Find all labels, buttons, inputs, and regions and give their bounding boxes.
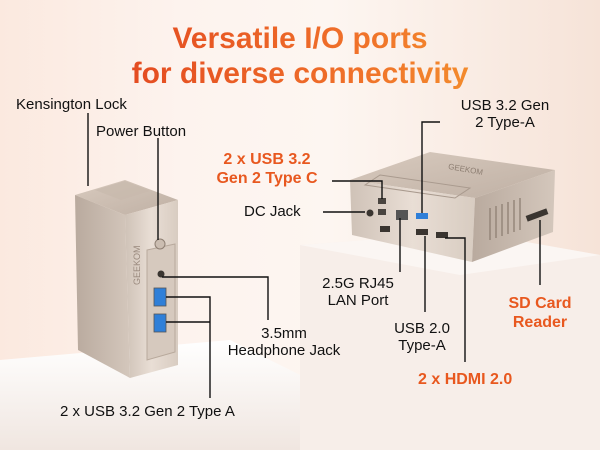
front-usb-port-1 bbox=[153, 287, 167, 307]
callout-lines bbox=[87, 113, 541, 398]
rj45-label: 2.5G RJ45 LAN Port bbox=[318, 275, 398, 309]
rear-device-top bbox=[350, 152, 555, 198]
line-hdmi bbox=[445, 237, 466, 362]
usb20-label: USB 2.0 Type-A bbox=[382, 320, 462, 354]
usbc-label-line1: 2 x USB 3.2 bbox=[223, 151, 311, 168]
sd-card-slot bbox=[525, 208, 549, 222]
sd-label-line2: Reader bbox=[512, 314, 568, 331]
hdmi-port-2 bbox=[380, 226, 390, 232]
front-device-side bbox=[75, 195, 130, 378]
hdmi-label: 2 x HDMI 2.0 bbox=[418, 371, 513, 388]
headphone-jack-icon bbox=[157, 270, 165, 278]
title-line-1: Versatile I/O ports bbox=[0, 22, 600, 56]
dc-jack-label: DC Jack bbox=[244, 203, 301, 220]
front-usb-port-2 bbox=[153, 313, 167, 333]
rj45-label-line2: LAN Port bbox=[327, 292, 389, 309]
side-vents bbox=[489, 198, 521, 240]
usbc-port-2 bbox=[378, 209, 386, 215]
dc-jack-port bbox=[366, 209, 374, 217]
usb32-label-line1: USB 3.2 Gen bbox=[460, 97, 550, 114]
headphone-jack-label: 3.5mm Headphone Jack bbox=[214, 325, 354, 359]
title-line-2: for diverse connectivity bbox=[0, 57, 600, 91]
right-pedestal bbox=[300, 232, 600, 450]
sd-label-line1: SD Card bbox=[508, 295, 572, 312]
front-device: GEEKOM bbox=[75, 180, 178, 378]
left-pedestal bbox=[0, 340, 330, 450]
front-device-logo: GEEKOM bbox=[132, 245, 142, 285]
rj45-label-line1: 2.5G RJ45 bbox=[322, 275, 394, 292]
usbc-label: 2 x USB 3.2 Gen 2 Type C bbox=[200, 150, 334, 188]
power-button-label: Power Button bbox=[96, 123, 187, 140]
top-vent bbox=[95, 181, 150, 200]
sd-card-label: SD Card Reader bbox=[490, 294, 590, 332]
usb20-rear-port bbox=[416, 229, 428, 235]
usb32-typea-label: USB 3.2 Gen 2 Type-A bbox=[440, 97, 570, 131]
usb20-label-line2: Type-A bbox=[398, 337, 446, 354]
headphone-label-line1: 3.5mm bbox=[261, 325, 307, 342]
rear-top-grille bbox=[363, 174, 472, 199]
line-usb32 bbox=[421, 121, 440, 213]
line-usbc bbox=[332, 180, 383, 199]
front-usb-label: 2 x USB 3.2 Gen 2 Type A bbox=[60, 403, 235, 420]
usb20-label-line1: USB 2.0 bbox=[394, 320, 450, 337]
line-headphone bbox=[162, 276, 269, 320]
hdmi-port-1 bbox=[436, 232, 448, 238]
power-button-icon bbox=[154, 238, 166, 250]
rear-device bbox=[350, 152, 555, 262]
rj45-port bbox=[396, 210, 408, 220]
usb32-label-line2: 2 Type-A bbox=[475, 114, 535, 131]
usbc-label-line2: Gen 2 Type C bbox=[216, 170, 318, 187]
usbc-port-1 bbox=[378, 198, 386, 204]
kensington-lock-label: Kensington Lock bbox=[16, 96, 127, 113]
usb32-rear-port bbox=[416, 213, 428, 219]
line-usb-front-1 bbox=[166, 296, 211, 398]
headphone-label-line2: Headphone Jack bbox=[227, 342, 341, 359]
